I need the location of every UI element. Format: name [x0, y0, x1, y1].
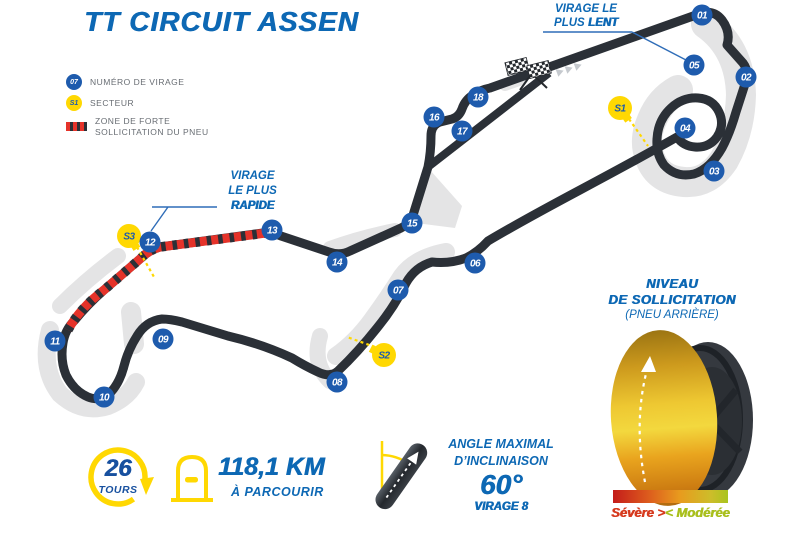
turn-badge-11: 11 — [44, 330, 66, 352]
tire-panel-title: NIVEAU DE SOLLICITATION (PNEU ARRIÈRE) — [596, 276, 748, 323]
distance-unit: À PARCOURIR — [231, 485, 324, 499]
svg-text:02: 02 — [741, 73, 752, 84]
sector-badge-S2: S2 — [368, 343, 396, 367]
slowest-turn-callout: VIRAGE LE PLUS LENT — [554, 3, 618, 29]
svg-text:10: 10 — [99, 393, 110, 404]
direction-arrows-icon — [555, 63, 582, 77]
turn-badge-06: 06 — [464, 252, 486, 274]
tire-title-line1: NIVEAU — [645, 276, 699, 291]
scale-moderate-label: < Modérée — [665, 505, 730, 520]
svg-text:08: 08 — [332, 378, 343, 389]
sector-leaders — [136, 118, 649, 349]
turn-badge-14: 14 — [326, 251, 348, 273]
svg-text:15: 15 — [407, 219, 418, 230]
svg-text:11: 11 — [50, 337, 60, 348]
chicane-bypass-track — [425, 69, 552, 171]
svg-text:14: 14 — [332, 258, 343, 269]
legend-zone-row: ZONE DE FORTE SOLLICITATION DU PNEU — [66, 116, 209, 137]
svg-text:12: 12 — [145, 238, 156, 249]
svg-text:06: 06 — [470, 259, 481, 270]
svg-text:03: 03 — [709, 167, 720, 178]
svg-text:01: 01 — [697, 11, 708, 22]
svg-text:13: 13 — [267, 226, 278, 237]
finish-flags-icon — [504, 57, 552, 91]
turn-badge-18: 18 — [467, 86, 489, 108]
legend-turn-row: 07 NUMÉRO DE VIRAGE — [66, 74, 209, 90]
svg-text:S3: S3 — [123, 232, 135, 243]
legend-sector-row: S1 SECTEUR — [66, 95, 209, 111]
turn-badge-13: 13 — [261, 219, 283, 241]
lean-angle-block: ANGLE MAXIMAL D’INCLINAISON 60° VIRAGE 8 — [436, 436, 566, 514]
lean-label-line1: ANGLE MAXIMAL — [448, 437, 554, 451]
tire-title-line2: DE SOLLICITATION — [608, 292, 736, 307]
legend-turn-label: NUMÉRO DE VIRAGE — [90, 76, 185, 87]
turn-badge-09: 09 — [152, 328, 174, 350]
turn-badge-10: 10 — [93, 386, 115, 408]
turn-badge-04: 04 — [674, 117, 696, 139]
svg-text:18: 18 — [473, 93, 484, 104]
turn-number-icon: 07 — [66, 74, 82, 90]
svg-text:09: 09 — [158, 335, 169, 346]
fastest-turn-callout: VIRAGE LE PLUS RAPIDE — [228, 170, 277, 212]
tyre-stress-icon — [66, 122, 87, 132]
page-title: TT CIRCUIT ASSEN — [84, 6, 359, 37]
svg-text:05: 05 — [689, 61, 700, 72]
svg-text:S1: S1 — [614, 104, 626, 115]
turn-badge-01: 01 — [691, 4, 713, 26]
callout-leaders — [150, 31, 687, 232]
scale-severe-label: Sévère > — [611, 505, 665, 520]
lean-turn: VIRAGE 8 — [474, 501, 528, 513]
tire-subtitle: (PNEU ARRIÈRE) — [625, 309, 719, 321]
svg-text:17: 17 — [457, 127, 468, 138]
distance-value: 118,1 KM — [218, 453, 325, 481]
sector-badge-S3: S3 — [117, 224, 141, 251]
turn-badge-02: 02 — [735, 66, 757, 88]
legend: 07 NUMÉRO DE VIRAGE S1 SECTEUR ZONE DE F… — [66, 74, 209, 137]
distance-milestone-icon — [171, 454, 213, 502]
turn-badges: 01 02 03 04 05 06 07 08 09 10 11 12 13 14 15 16 17 18 — [44, 4, 757, 408]
turn-badge-08: 08 — [326, 371, 348, 393]
lean-value: 60° — [479, 469, 523, 500]
laps-arrow-icon — [88, 447, 154, 507]
rear-tire-graphic — [610, 330, 753, 506]
stress-gradient-bar — [613, 490, 728, 503]
turn-badge-03: 03 — [703, 160, 725, 182]
svg-text:04: 04 — [680, 124, 691, 135]
lean-angle-icon — [375, 441, 428, 510]
turn-badge-05: 05 — [683, 54, 705, 76]
svg-text:S2: S2 — [378, 351, 390, 362]
sector-icon: S1 — [66, 95, 82, 111]
turn-badge-17: 17 — [451, 120, 473, 142]
laps-value: 26 — [104, 455, 132, 482]
lean-label-line2: D’INCLINAISON — [454, 454, 548, 468]
turn-badge-12: 12 — [139, 231, 161, 253]
svg-text:07: 07 — [393, 286, 404, 297]
sector-badge-S1: S1 — [608, 96, 632, 123]
turn-badge-15: 15 — [401, 212, 423, 234]
turn-badge-07: 07 — [387, 279, 409, 301]
turn-badge-16: 16 — [423, 106, 445, 128]
laps-unit: TOURS — [98, 484, 138, 496]
legend-zone-label: ZONE DE FORTE SOLLICITATION DU PNEU — [95, 116, 209, 137]
svg-text:16: 16 — [429, 113, 440, 124]
legend-sector-label: SECTEUR — [90, 97, 135, 108]
